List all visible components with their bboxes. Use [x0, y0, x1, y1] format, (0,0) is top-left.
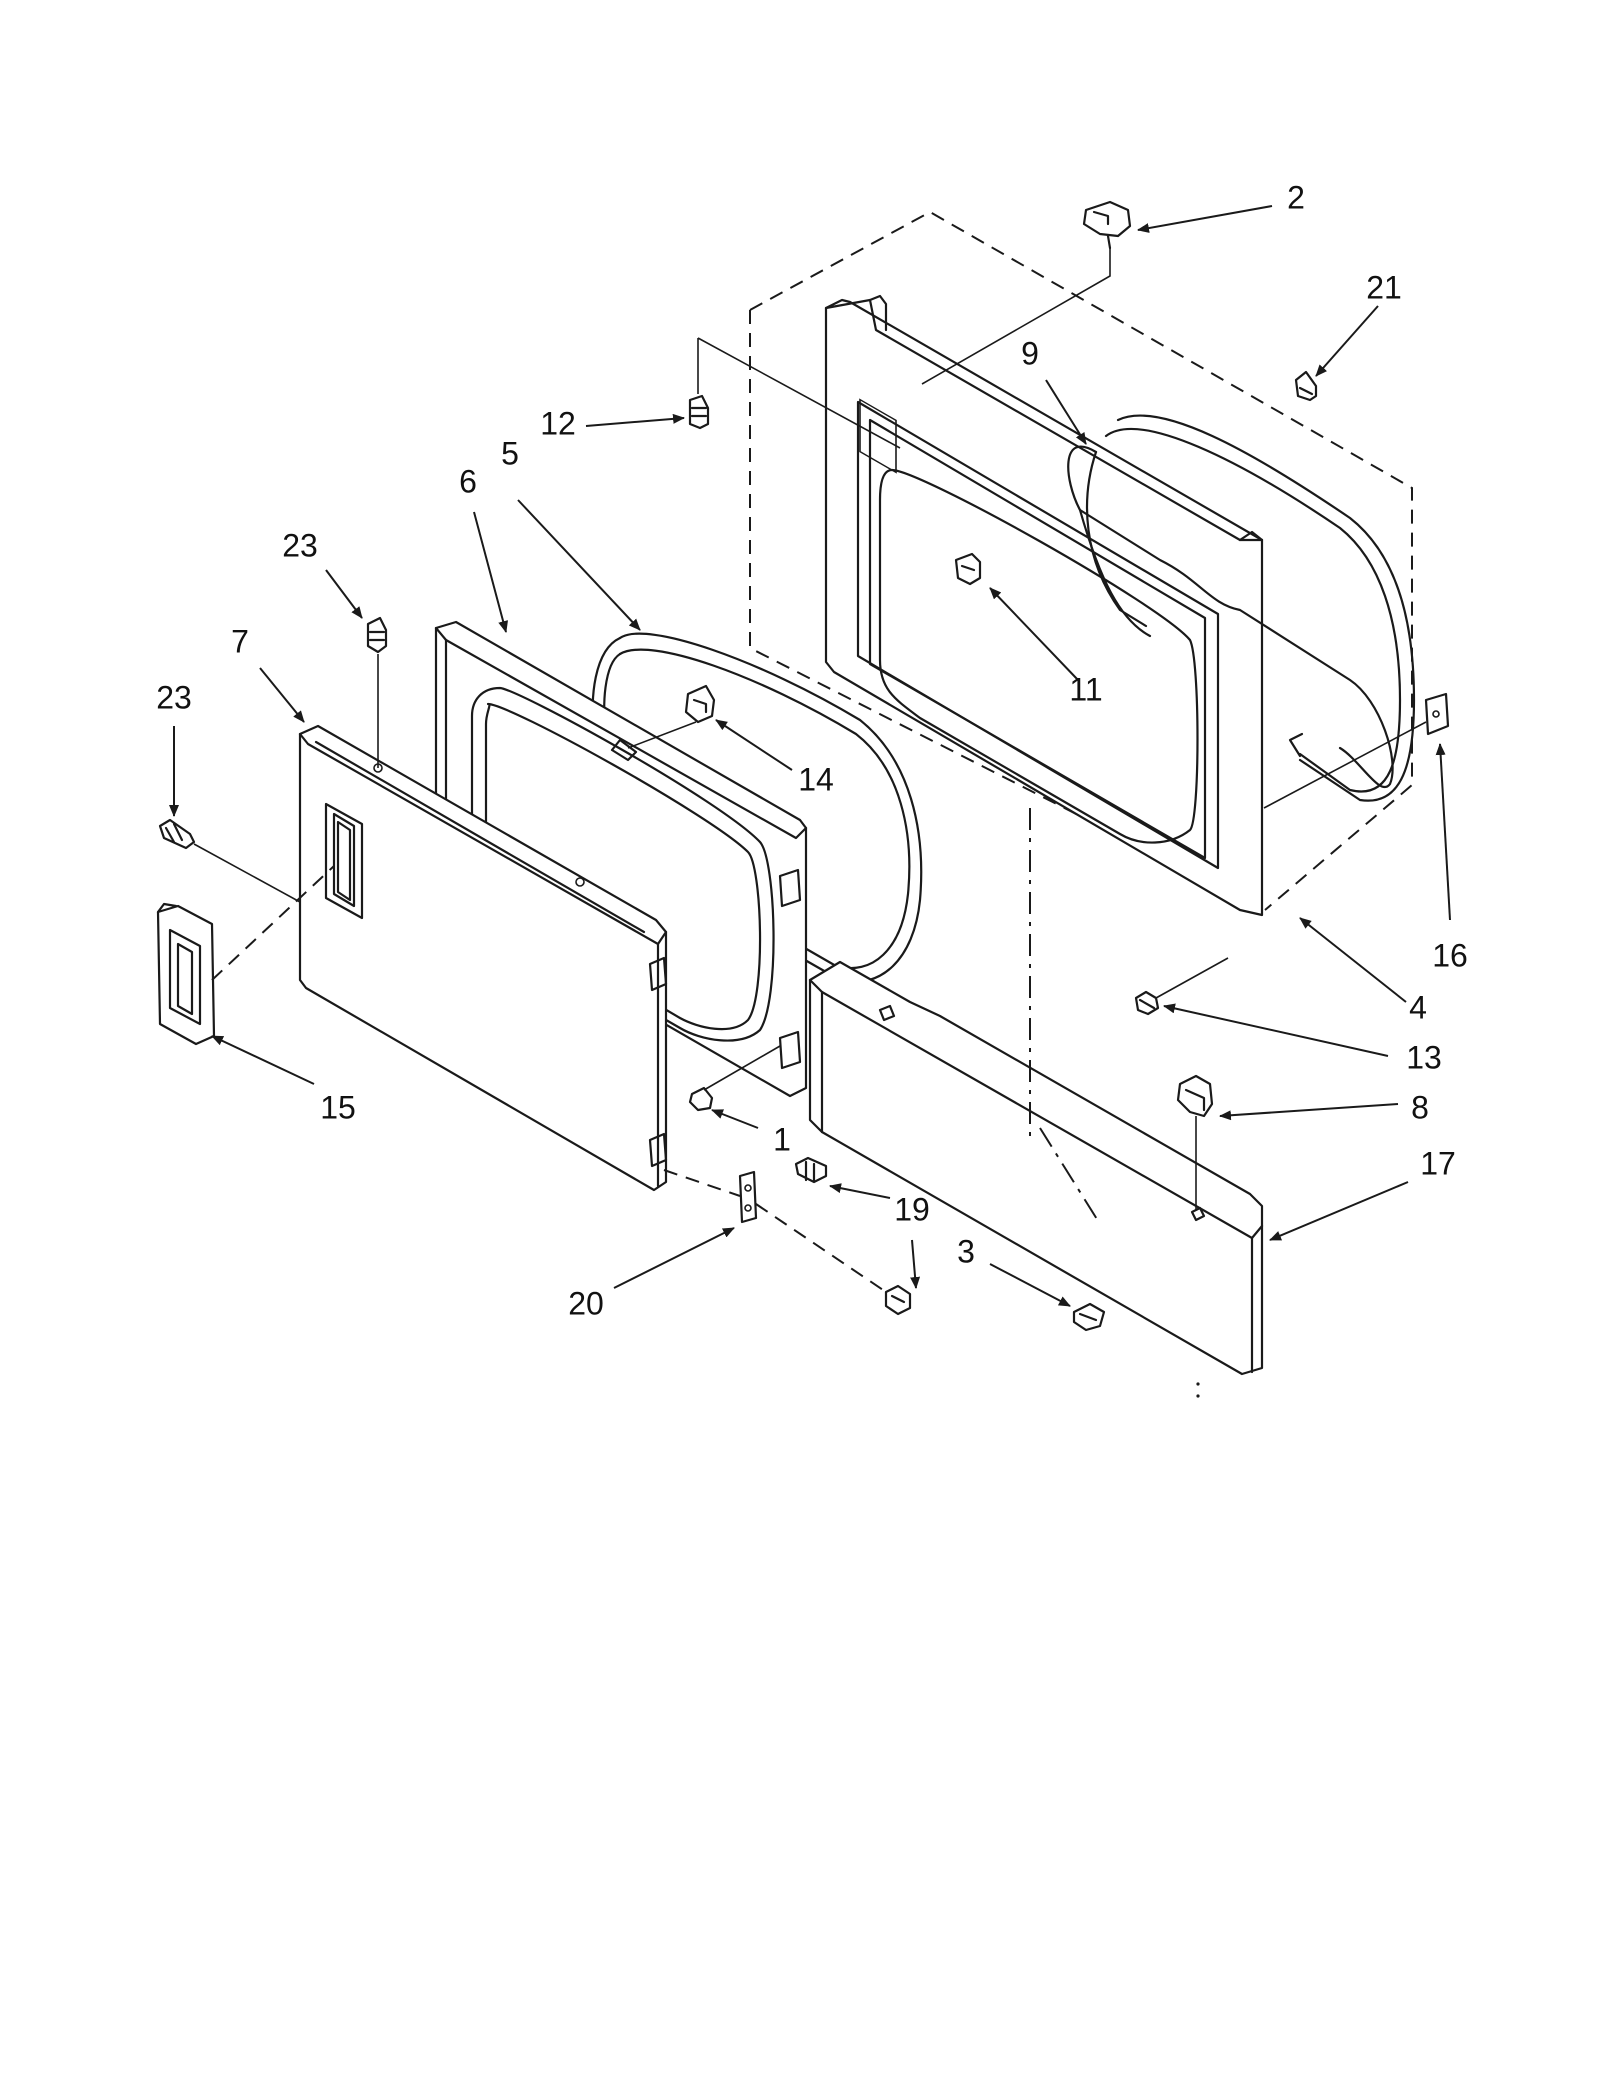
- hinge-screw-lower: [884, 1284, 912, 1316]
- part-labels: 2 21 9 12 5 6 23 7 11 23 14 16 4 13 15 1…: [156, 179, 1468, 1321]
- part-label-7: 7: [231, 623, 249, 659]
- part-label-12: 12: [540, 405, 576, 441]
- leader-2: [1137, 205, 1273, 233]
- part-label-8: 8: [1411, 1089, 1429, 1125]
- leader-4: [1299, 917, 1407, 1003]
- leader-12: [585, 413, 685, 427]
- part-label-1: 1: [773, 1121, 791, 1157]
- part-label-16: 16: [1432, 937, 1468, 973]
- bracket-line: [1263, 721, 1427, 809]
- toe-panel-catch: [1072, 1302, 1106, 1332]
- part-label-19: 19: [894, 1191, 930, 1227]
- part-label-4: 4: [1409, 989, 1427, 1025]
- leader-13: [1163, 1003, 1389, 1057]
- part-label-20: 20: [568, 1285, 604, 1321]
- part-label-13: 13: [1406, 1039, 1442, 1075]
- screw-top-leader: [697, 337, 901, 449]
- leader-21: [1315, 305, 1379, 377]
- hinge-clip: [688, 1086, 714, 1112]
- part-label-5: 5: [501, 435, 519, 471]
- part-label-6: 6: [459, 463, 477, 499]
- door-catch: [684, 684, 716, 724]
- leader-3: [989, 1263, 1071, 1307]
- door-handle: [156, 902, 216, 1046]
- door-switch: [1082, 200, 1132, 250]
- leader-23-top: [325, 569, 363, 619]
- part-label-11: 11: [1069, 671, 1102, 707]
- part-label-23a: 23: [282, 527, 318, 563]
- leader-1: [711, 1109, 759, 1129]
- handle-dash-line: [211, 865, 335, 981]
- leader-8: [1219, 1103, 1399, 1121]
- part-label-17: 17: [1420, 1145, 1456, 1181]
- screw-door-top: [366, 616, 388, 654]
- leader-11: [989, 587, 1079, 681]
- leader-16: [1435, 743, 1451, 921]
- screw-lower-right-line: [1155, 957, 1229, 999]
- leader-20: [613, 1227, 735, 1289]
- leader-9: [1045, 379, 1087, 445]
- hinge-screw-upper: [794, 1156, 828, 1184]
- leader-arrows: [169, 205, 1451, 1307]
- screw-lower-right: [1134, 990, 1160, 1016]
- outer-door-panel: [298, 724, 668, 1192]
- rear-gasket-ring: [1067, 414, 1416, 802]
- door-frame-panel: [824, 294, 1264, 917]
- hinge-dash-line: [663, 1169, 887, 1293]
- screw-door-left-line: [193, 843, 301, 903]
- part-label-2: 2: [1287, 179, 1305, 215]
- catch-leader-line: [627, 721, 697, 749]
- leader-19-lower: [910, 1239, 921, 1289]
- leader-14: [715, 719, 793, 771]
- small-clip: [1294, 370, 1318, 402]
- leader-15: [211, 1035, 315, 1085]
- hinge-clip-line: [703, 1045, 781, 1091]
- part-label-15: 15: [320, 1089, 356, 1125]
- screw-top: [688, 394, 710, 430]
- part-label-23b: 23: [156, 679, 192, 715]
- leader-7: [259, 667, 305, 723]
- toe-panel-clip: [1176, 1074, 1214, 1118]
- part-label-21: 21: [1366, 269, 1402, 305]
- leader-19-upper: [829, 1183, 891, 1199]
- screw-door-left: [158, 818, 196, 850]
- leader-5: [517, 499, 641, 631]
- switch-wire: [921, 248, 1111, 385]
- toe-clip-dash-line: [1039, 1127, 1101, 1225]
- toe-panel: [808, 960, 1264, 1376]
- part-label-14: 14: [798, 761, 834, 797]
- inner-door-panel: [434, 620, 808, 1098]
- door-hinge: [738, 1170, 758, 1224]
- part-label-9: 9: [1021, 335, 1039, 371]
- leader-17: [1269, 1181, 1409, 1241]
- small-bracket: [1424, 692, 1450, 736]
- leader-6: [473, 511, 508, 633]
- part-label-3: 3: [957, 1233, 975, 1269]
- latch-strike: [954, 552, 982, 586]
- stray-marks: [1196, 1382, 1200, 1398]
